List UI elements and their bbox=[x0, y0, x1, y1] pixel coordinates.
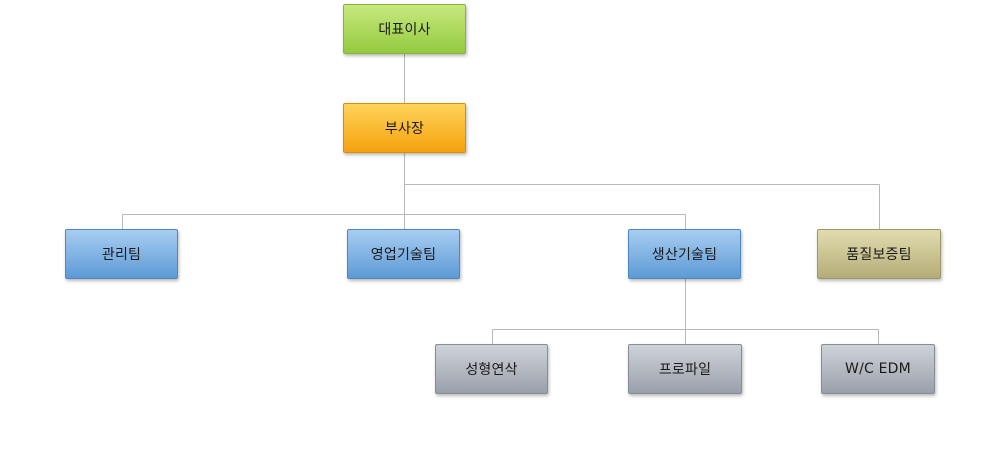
node-label: 프로파일 bbox=[658, 362, 712, 378]
node-unit-form-grinding: 성형연삭 bbox=[435, 344, 548, 394]
node-label: 영업기술팀 bbox=[370, 247, 437, 263]
node-label: 품질보증팀 bbox=[846, 247, 912, 263]
node-label: 성형연삭 bbox=[465, 362, 518, 378]
node-label: 대표이사 bbox=[378, 22, 431, 38]
node-team-production-engineering: 생산기술팀 bbox=[628, 229, 741, 279]
node-label: W/C EDM bbox=[845, 361, 911, 377]
node-team-sales-engineering: 영업기술팀 bbox=[347, 229, 460, 279]
node-team-management: 관리팀 bbox=[65, 229, 178, 279]
node-team-quality-assurance: 품질보증팀 bbox=[817, 229, 941, 279]
node-vice-president: 부사장 bbox=[343, 103, 466, 153]
node-label: 관리팀 bbox=[101, 247, 142, 263]
node-label: 생산기술팀 bbox=[651, 247, 718, 263]
node-unit-profile: 프로파일 bbox=[628, 344, 742, 394]
node-ceo: 대표이사 bbox=[343, 4, 466, 54]
node-label: 부사장 bbox=[384, 121, 425, 137]
node-unit-wc-edm: W/C EDM bbox=[821, 344, 935, 394]
